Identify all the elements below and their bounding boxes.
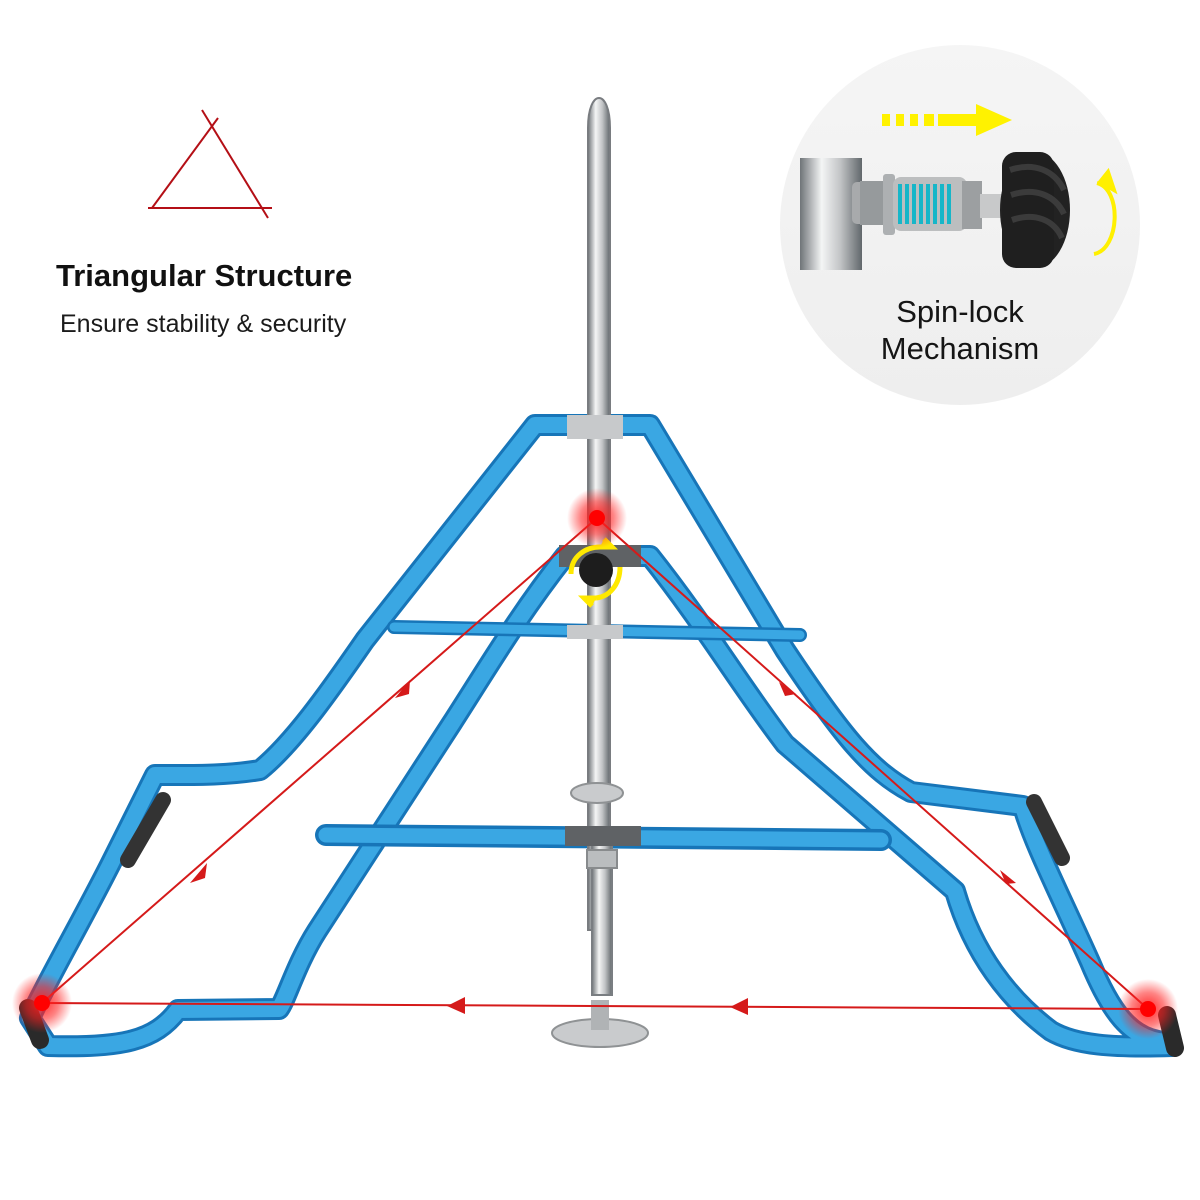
spin-lock-inset	[780, 45, 1140, 405]
inset-label-line-1: Spin-lock	[896, 294, 1024, 329]
dashed-arrow-icon	[882, 104, 1012, 136]
arrow-heads	[190, 680, 1016, 1015]
inset-label-line-2: Mechanism	[880, 331, 1040, 366]
triangle-icon	[148, 109, 272, 219]
rotate-arrow-icon	[1093, 167, 1118, 256]
spring-icon	[898, 184, 951, 224]
inset-label: Spin-lock Mechanism	[845, 293, 1075, 367]
triangle-arrows	[41, 517, 1149, 1010]
feature-subtitle: Ensure stability & security	[60, 310, 347, 338]
feature-title: Triangular Structure	[56, 258, 353, 293]
center-pole	[551, 97, 649, 1048]
spin-lock-component	[800, 152, 1070, 270]
joint-markers	[12, 488, 1178, 1039]
